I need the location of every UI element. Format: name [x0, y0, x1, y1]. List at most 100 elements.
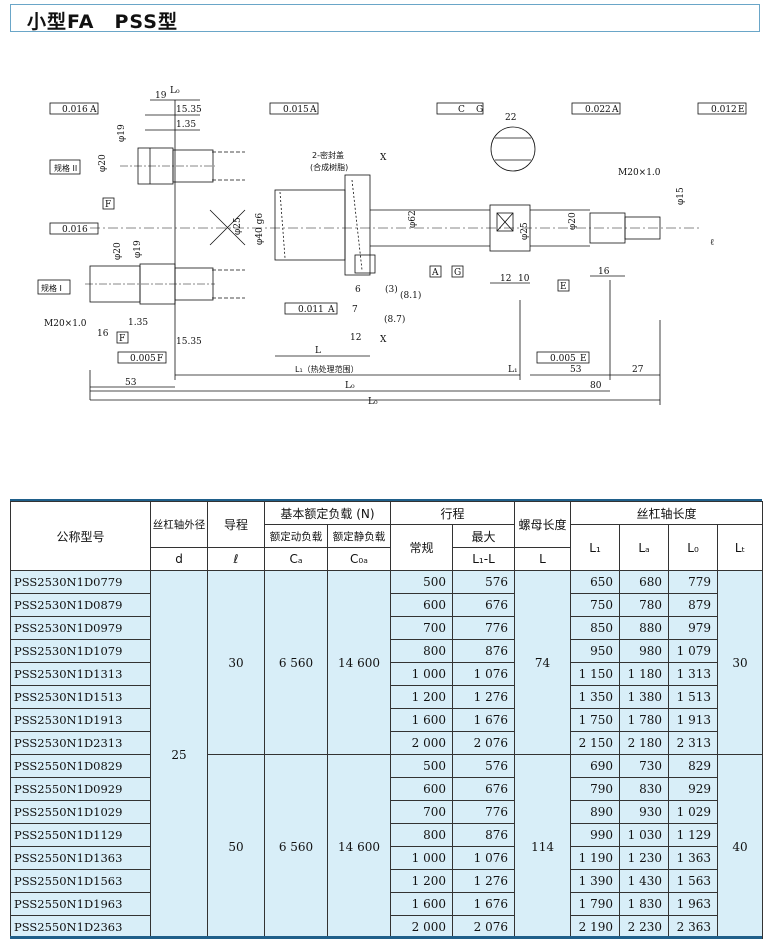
cell-stroke-normal: 1 600: [390, 708, 453, 732]
dim-l0-top: L₀: [170, 86, 180, 96]
dim-l1: L₁: [508, 365, 518, 375]
table-top-rule: [10, 499, 762, 502]
header-l1: L₁: [570, 524, 621, 571]
flat-ref: G: [476, 105, 483, 115]
table-bottom-rule: [10, 936, 762, 939]
cell-model: PSS2550N1D1129: [10, 823, 151, 847]
datum-f-2: F: [119, 334, 125, 344]
header-static-load: 额定静负载: [327, 524, 391, 548]
cell-lo: 1 079: [668, 639, 719, 663]
cell-shaft-dia: 25: [150, 570, 208, 939]
cell-static-load: 14 600: [327, 570, 391, 755]
cell-l1: 890: [570, 800, 621, 824]
tol-ref-1: A: [89, 105, 97, 115]
header-load: 基本额定负载 (N): [264, 501, 391, 525]
header-stat-sym: C₀ₐ: [327, 547, 391, 571]
cell-lo: 2 313: [668, 731, 719, 755]
cell-model: PSS2550N1D1563: [10, 869, 151, 893]
cell-stroke-max: 676: [451, 777, 516, 801]
header-stroke-max-sym: L₁-L: [451, 547, 516, 571]
dim-6: 6: [355, 285, 361, 295]
cell-lo: 1 513: [668, 685, 719, 709]
cell-l1: 1 790: [570, 892, 621, 916]
cell-dynamic-load: 6 560: [264, 754, 328, 939]
dim-16-right: 16: [598, 267, 610, 277]
header-nut-length-sym: L: [514, 547, 572, 571]
dim-12-shaft: 12: [500, 274, 511, 284]
cell-lo: 929: [668, 777, 719, 801]
cell-la: 1 830: [619, 892, 670, 916]
cell-la: 980: [619, 639, 670, 663]
spec-table: 公称型号 丝杠轴外径 导程 基本额定负载 (N) 行程 螺母长度 丝杠轴长度 额…: [10, 501, 764, 939]
cell-lo: 779: [668, 570, 719, 594]
cell-dynamic-load: 6 560: [264, 570, 328, 755]
cell-lt: 30: [717, 570, 764, 755]
dim-8-7: (8.7): [384, 314, 405, 325]
cell-la: 680: [619, 570, 670, 594]
cell-stroke-normal: 2 000: [390, 915, 453, 939]
cell-stroke-normal: 1 200: [390, 685, 453, 709]
technical-drawing: 0.016 A 19 L₀ 15.35 1.35 φ19 φ20 规格 II F…: [37, 86, 747, 407]
tol-frame-2: 0.016: [62, 225, 88, 235]
dim-l1-heat-treatment: L₁（热处理范围）: [295, 364, 359, 374]
cell-lead: 50: [207, 754, 265, 939]
tol-ref-7: E: [738, 105, 745, 115]
dim-12-nut: 12: [350, 333, 361, 343]
tol-ref-4: A: [309, 105, 317, 115]
cell-model: PSS2550N1D1029: [10, 800, 151, 824]
dim-15-35-bottom: 15.35: [176, 337, 202, 347]
section-x-bottom: X: [380, 335, 387, 345]
cell-la: 1 180: [619, 662, 670, 686]
tol-ref-6: A: [611, 105, 619, 115]
cell-la: 930: [619, 800, 670, 824]
dim-53-right: 53: [570, 365, 582, 375]
seal-material-label: (合成树脂): [310, 162, 348, 172]
cell-l1: 1 350: [570, 685, 621, 709]
cell-lo: 2 363: [668, 915, 719, 939]
cell-stroke-max: 576: [451, 754, 516, 778]
header-lt: Lₜ: [717, 524, 764, 571]
dim-phi20-right: φ20: [568, 212, 578, 230]
cell-stroke-normal: 2 000: [390, 731, 453, 755]
cell-la: 730: [619, 754, 670, 778]
header-la: Lₐ: [619, 524, 670, 571]
header-dynamic-load: 额定动负载: [264, 524, 328, 548]
cell-stroke-max: 1 076: [451, 846, 516, 870]
cell-nut-length: 74: [514, 570, 572, 755]
dim-3: (3): [385, 284, 398, 295]
dim-lo: L₀: [345, 381, 355, 391]
header-nut-length: 螺母长度: [514, 501, 572, 548]
header-stroke-normal: 常规: [390, 524, 453, 571]
page-title: 小型FA PSS型: [27, 11, 178, 33]
cell-stroke-max: 1 276: [451, 869, 516, 893]
tol-ref-5: A: [327, 305, 335, 315]
cell-stroke-max: 1 076: [451, 662, 516, 686]
tol-frame-6: 0.022: [585, 105, 611, 115]
cell-l1: 1 390: [570, 869, 621, 893]
cell-lo: 829: [668, 754, 719, 778]
cell-model: PSS2530N1D0779: [10, 570, 151, 594]
dim-phi25-right: φ25: [520, 222, 530, 240]
cell-stroke-normal: 500: [390, 754, 453, 778]
cell-stroke-max: 776: [451, 800, 516, 824]
dim-1-35-bottom: 1.35: [128, 318, 148, 328]
cell-model: PSS2530N1D1513: [10, 685, 151, 709]
header-model: 公称型号: [10, 501, 151, 571]
cell-stroke-normal: 1 200: [390, 869, 453, 893]
datum-g: G: [454, 268, 461, 278]
dim-phi62: φ62: [408, 210, 418, 228]
dim-10: 10: [518, 274, 530, 284]
cell-stroke-max: 1 676: [451, 708, 516, 732]
dim-phi19-bottom: φ19: [133, 240, 143, 258]
cell-model: PSS2530N1D0979: [10, 616, 151, 640]
cell-l1: 950: [570, 639, 621, 663]
cell-stroke-max: 576: [451, 570, 516, 594]
cell-la: 780: [619, 593, 670, 617]
tol-frame-3: 0.005: [130, 354, 156, 364]
dim-phi19-top: φ19: [117, 124, 127, 142]
